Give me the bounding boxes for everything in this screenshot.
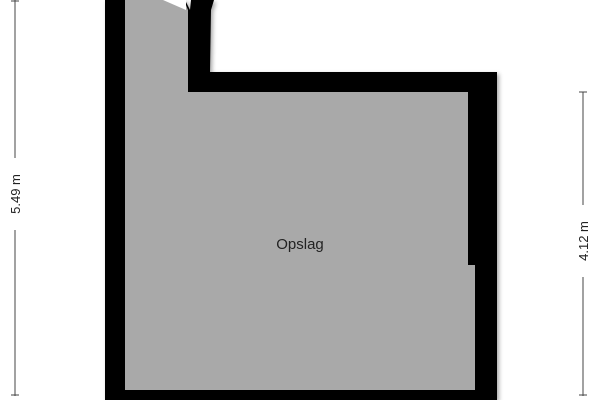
door-opening bbox=[163, 0, 186, 10]
left-dimension-label-bg bbox=[6, 158, 24, 230]
room-label: Opslag bbox=[276, 236, 324, 253]
right-dimension-label: 4.12 m bbox=[576, 221, 591, 261]
left-dimension-label: 5.49 m bbox=[8, 174, 23, 214]
right-dimension-label-bg bbox=[574, 205, 592, 277]
room-floor bbox=[125, 0, 475, 390]
